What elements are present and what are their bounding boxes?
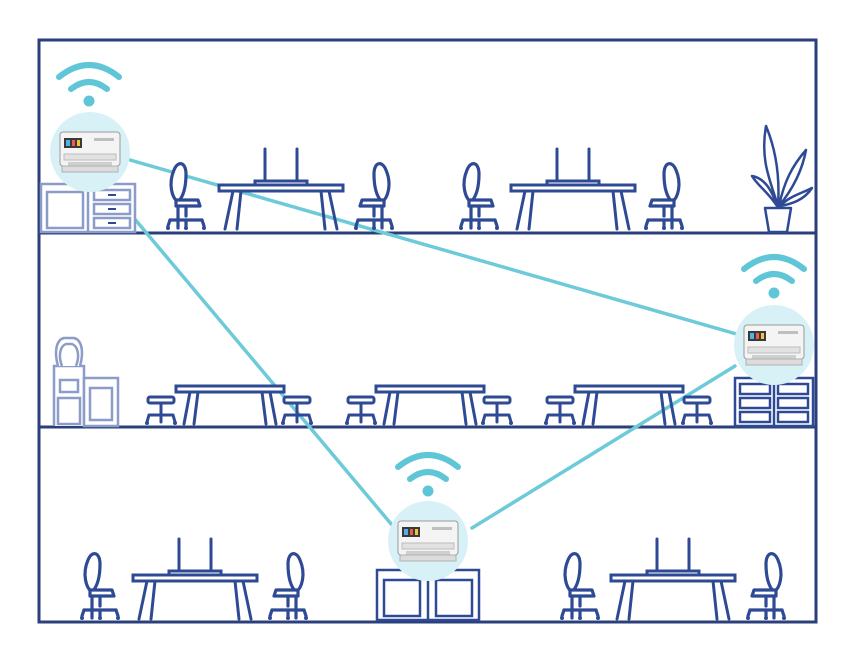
plant-icon (750, 124, 814, 234)
printer-icon (387, 500, 469, 582)
link-middle-to-bottom (470, 364, 737, 530)
printer-icon (49, 111, 131, 193)
bottom-floor (78, 537, 788, 622)
top-floor (39, 124, 814, 234)
cabinet-icon (39, 182, 137, 234)
link-top-to-bottom (110, 190, 394, 527)
middle-floor (52, 336, 815, 428)
cabinet-icon (733, 376, 815, 428)
water-cooler-icon (52, 336, 120, 428)
cabinet-icon (375, 568, 481, 622)
printer-icon (733, 304, 815, 386)
